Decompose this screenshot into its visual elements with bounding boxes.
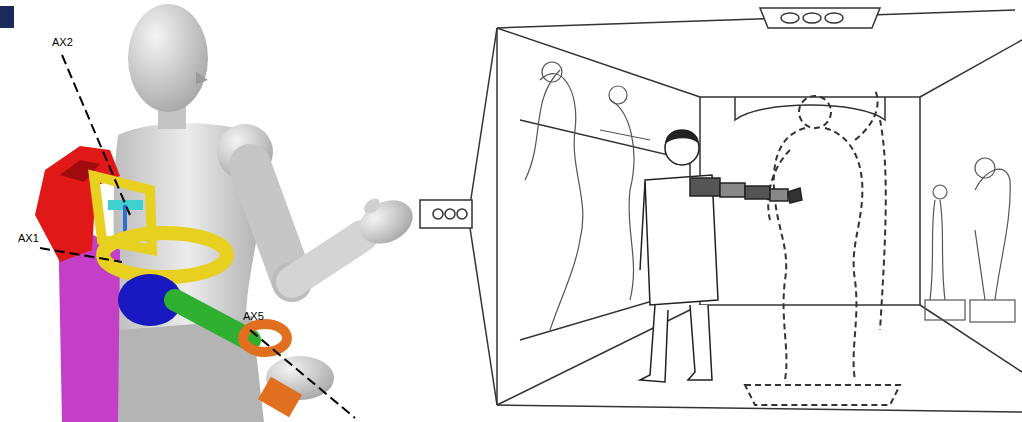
wall-sculpture [970,300,1015,322]
wall-sculpture [975,158,995,178]
projector [445,209,455,219]
room-sketch [470,28,497,205]
user-figure [770,189,788,201]
mannequin [352,192,420,252]
axis-line [40,55,355,418]
mannequin [361,196,383,217]
projector [803,13,821,23]
mannequin [292,236,362,282]
statue-outline [745,385,900,405]
axis-label: AX2 [52,36,73,49]
room-sketch [700,97,920,305]
statue-outline [825,128,862,380]
room-sketch [496,28,498,405]
axis-label: AX5 [243,310,264,323]
user-figure [666,130,698,142]
wall-sculpture [925,300,965,320]
corner-tab [0,6,14,28]
axis-line [62,55,130,215]
user-figure [688,305,712,380]
exoskeleton [243,324,287,352]
room-sketch [735,97,885,120]
wall-sculpture [975,169,1010,300]
projector [457,209,467,219]
mannequin [250,165,292,280]
room-sketch [920,305,1022,372]
room-sketch [497,405,1022,412]
projector [825,13,843,23]
user-figure [640,305,668,382]
statue-outline [774,128,805,380]
room-sketch [497,28,700,97]
wall-sculpture [540,74,583,330]
statue-outline [745,90,900,405]
projector [433,209,443,219]
user-figure [720,183,745,197]
wall-sculpture [610,100,634,300]
wall-sculpture [525,70,560,180]
statue-outline [799,96,831,128]
wall-sculpture [525,62,1015,330]
room-sketch [497,305,700,405]
projector [420,200,472,228]
exoskeleton [258,377,302,418]
exoskeleton [103,233,227,277]
projector [760,8,880,28]
wall-sculpture [609,86,627,104]
user-figure [665,131,699,165]
user-figure [640,130,802,382]
wall-sculpture [930,200,945,300]
axis-label: AX1 [18,232,39,245]
wall-sculpture [542,62,562,82]
room-sketch [497,10,1015,28]
user-figure [788,188,802,203]
user-figure [690,178,720,196]
mannequin [128,4,208,112]
wall-sculpture [600,130,650,140]
projector [781,13,799,23]
room-sketch [470,10,1022,412]
statue-outline [768,150,790,220]
user-figure [745,186,770,199]
statue-outline [855,90,878,140]
room-sketch [470,228,497,405]
corner-tab [0,6,14,28]
user-figure [640,182,645,270]
axis-line [250,330,355,418]
axis-line [40,248,122,262]
room-sketch [920,40,1022,97]
statue-outline [880,120,886,330]
exoskeleton [35,146,334,422]
wall-sculpture [933,185,947,199]
mannequin [196,72,208,84]
